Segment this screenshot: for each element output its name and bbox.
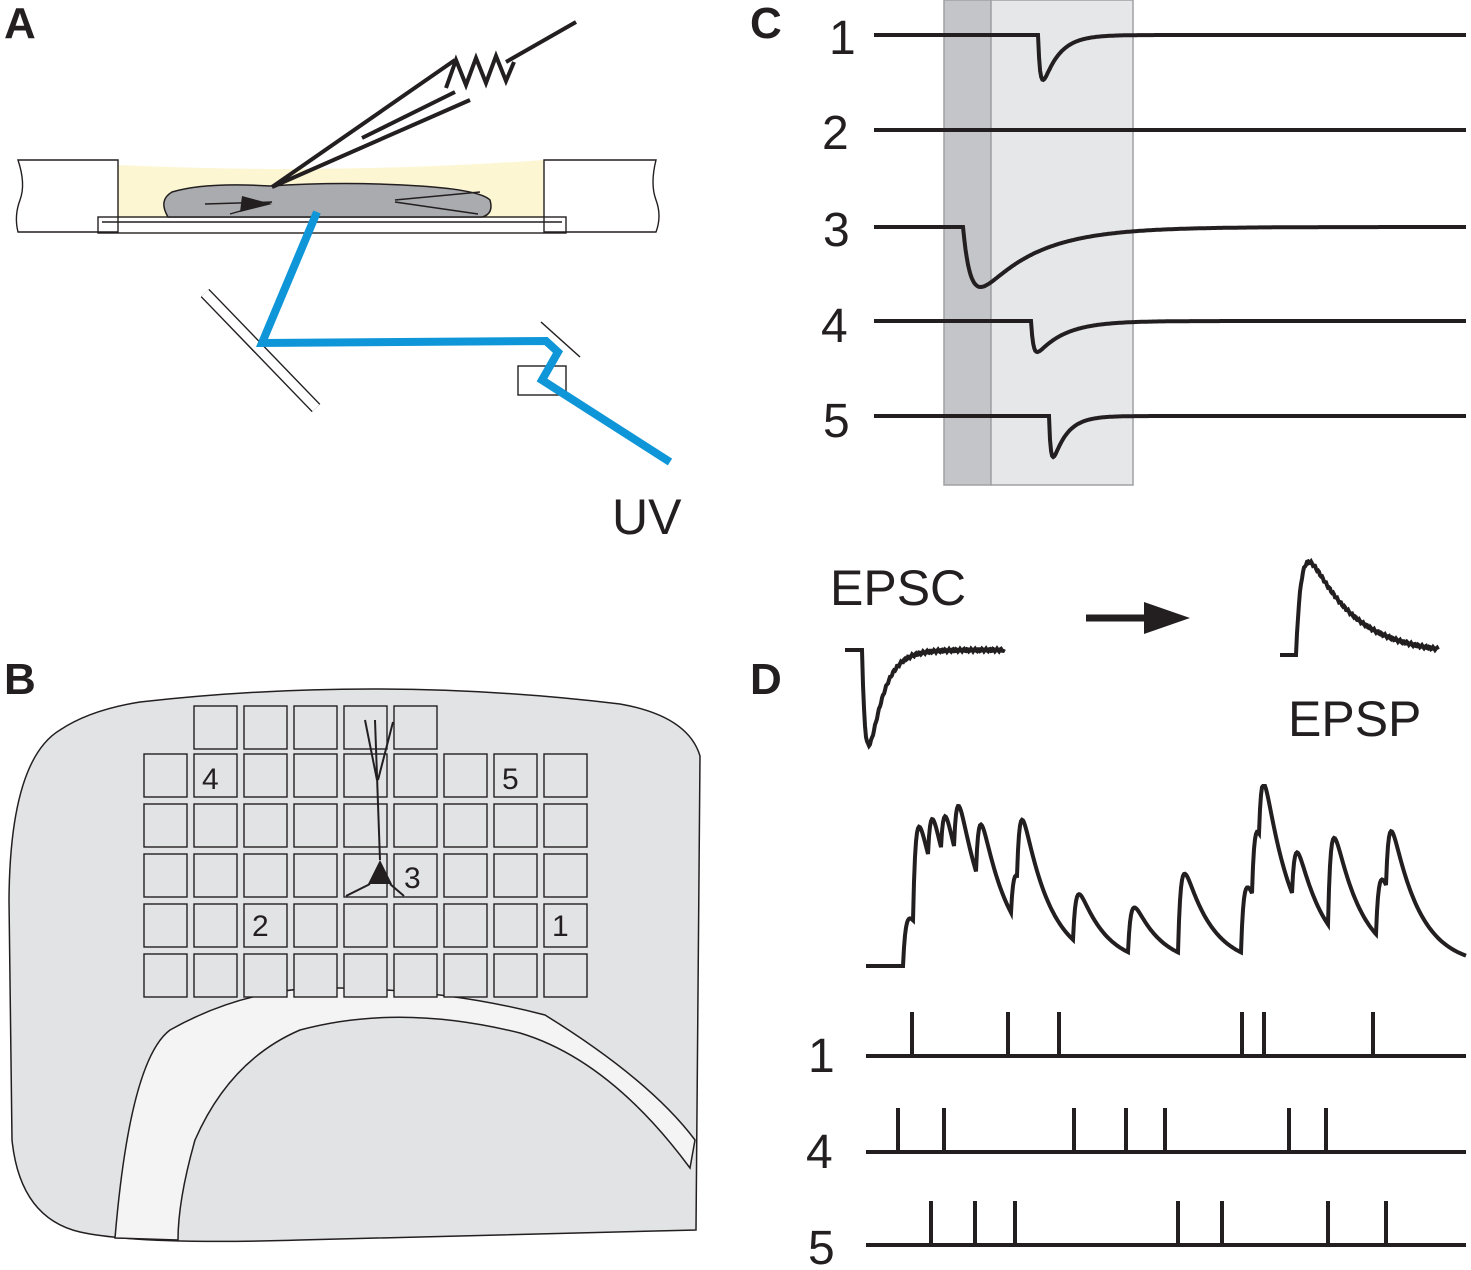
raster-label-1: 1 bbox=[808, 1030, 835, 1083]
trace-5 bbox=[874, 414, 1466, 460]
grid-square bbox=[393, 753, 438, 798]
grid-square bbox=[443, 803, 488, 848]
grid-square bbox=[193, 903, 238, 948]
epsp-trace bbox=[1280, 557, 1440, 657]
grid-square bbox=[193, 803, 238, 848]
white-matter-band bbox=[114, 987, 696, 1241]
grid-square bbox=[243, 753, 288, 798]
grid-square bbox=[543, 753, 588, 798]
grid-square bbox=[393, 803, 438, 848]
grid-square bbox=[493, 903, 538, 948]
panel-a: A UV bbox=[4, 0, 682, 545]
uv-label: UV bbox=[612, 489, 682, 545]
shade-window-dark bbox=[943, 0, 992, 486]
grid-square bbox=[143, 753, 188, 798]
grid-square bbox=[243, 803, 288, 848]
grid-square bbox=[493, 853, 538, 898]
patch-pipette bbox=[270, 20, 577, 189]
grid-square bbox=[243, 903, 288, 948]
grid-site-3: 3 bbox=[404, 862, 421, 895]
grid-square bbox=[493, 953, 538, 998]
epsp-label: EPSP bbox=[1288, 691, 1421, 747]
trace-1 bbox=[874, 33, 1466, 83]
grid-square bbox=[193, 705, 238, 750]
grid-square bbox=[243, 953, 288, 998]
grid-square bbox=[393, 705, 438, 750]
trace-label-3: 3 bbox=[823, 204, 850, 257]
grid-square bbox=[543, 803, 588, 848]
grid-square bbox=[393, 853, 438, 898]
grid-square bbox=[343, 753, 388, 798]
grid-square bbox=[243, 853, 288, 898]
grid-square bbox=[293, 705, 338, 750]
panel-b: B 4 5 3 2 1 bbox=[4, 655, 701, 1243]
grid-square bbox=[543, 953, 588, 998]
panel-c: C 1 2 3 4 5 bbox=[750, 0, 1466, 486]
grid-square bbox=[143, 853, 188, 898]
grid-square bbox=[343, 903, 388, 948]
grid-square bbox=[143, 953, 188, 998]
grid-square bbox=[193, 853, 238, 898]
dichroic-mirror bbox=[540, 321, 581, 358]
chamber-wall-right bbox=[543, 159, 660, 233]
trace-label-2: 2 bbox=[822, 107, 849, 160]
grid-square bbox=[293, 953, 338, 998]
grid-square bbox=[293, 803, 338, 848]
grid-square bbox=[293, 853, 338, 898]
stimulation-grid bbox=[143, 705, 588, 998]
grid-square bbox=[493, 753, 538, 798]
trace-4 bbox=[874, 319, 1466, 355]
grid-square bbox=[143, 903, 188, 948]
panel-c-label: C bbox=[750, 0, 782, 48]
epsc-trace bbox=[845, 645, 1006, 750]
grid-site-1: 1 bbox=[552, 910, 569, 943]
trace-label-4: 4 bbox=[821, 300, 848, 353]
epsc-label: EPSC bbox=[830, 560, 966, 616]
grid-square bbox=[493, 803, 538, 848]
grid-square bbox=[443, 753, 488, 798]
brain-slice bbox=[163, 182, 492, 218]
grid-square bbox=[543, 903, 588, 948]
panel-d: D EPSC EPSP 1 4 5 bbox=[750, 557, 1467, 1270]
grid-square bbox=[193, 753, 238, 798]
scanner-box bbox=[517, 365, 567, 396]
grid-square bbox=[543, 853, 588, 898]
grid-square bbox=[393, 903, 438, 948]
uv-beam bbox=[255, 210, 673, 466]
grid-square bbox=[293, 753, 338, 798]
grid-square bbox=[193, 953, 238, 998]
grid-site-4: 4 bbox=[202, 763, 219, 796]
raster-label-5: 5 bbox=[808, 1222, 835, 1270]
panel-b-label: B bbox=[4, 655, 36, 704]
chamber-wall-left bbox=[15, 159, 119, 233]
grid-site-2: 2 bbox=[252, 910, 269, 943]
grid-square bbox=[343, 953, 388, 998]
pyramidal-neuron bbox=[345, 719, 405, 897]
grid-square bbox=[443, 953, 488, 998]
grid-square bbox=[443, 853, 488, 898]
spike-rasters bbox=[866, 1012, 1466, 1247]
panel-d-label: D bbox=[750, 655, 782, 704]
summed-epsp-trace bbox=[866, 784, 1467, 968]
grid-square bbox=[343, 803, 388, 848]
trace-3 bbox=[874, 225, 1466, 290]
grid-site-5: 5 bbox=[502, 763, 519, 796]
grid-square bbox=[293, 903, 338, 948]
raster-label-4: 4 bbox=[806, 1126, 833, 1179]
grid-square bbox=[143, 803, 188, 848]
grid-square bbox=[393, 953, 438, 998]
panel-a-label: A bbox=[4, 0, 36, 48]
coverslip bbox=[97, 216, 567, 234]
conversion-arrow bbox=[1086, 602, 1190, 634]
grid-square bbox=[243, 705, 288, 750]
trace-label-1: 1 bbox=[829, 12, 856, 65]
trace-label-5: 5 bbox=[823, 395, 850, 448]
neuron-in-slice bbox=[240, 196, 272, 212]
grid-square bbox=[443, 903, 488, 948]
